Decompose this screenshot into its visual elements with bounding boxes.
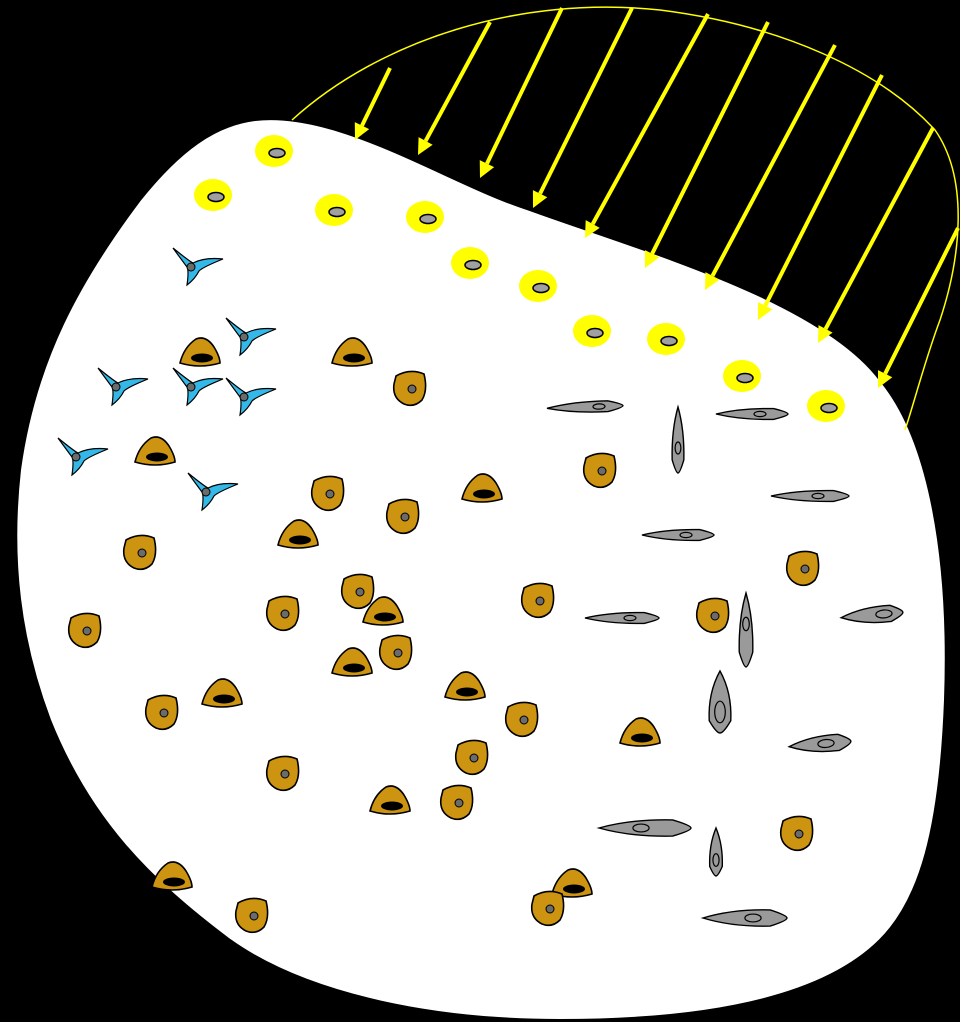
brown-cell-icon (312, 476, 344, 510)
brown-cell-icon (584, 453, 616, 487)
brown-cell-icon (124, 535, 156, 569)
brown-cell-icon (506, 702, 538, 736)
brown-cell-icon (267, 756, 299, 790)
brown-cell-icon (697, 598, 729, 632)
brown-cell-icon (267, 596, 299, 630)
brown-cell-icon (532, 891, 564, 925)
yellow-round-cell-icon (519, 270, 557, 302)
yellow-round-cell-icon (406, 201, 444, 233)
brown-cell-icon (236, 898, 268, 932)
yellow-round-cell-icon (807, 390, 845, 422)
brown-cell-icon (441, 785, 473, 819)
yellow-round-cell-icon (194, 179, 232, 211)
brown-cell-icon (380, 635, 412, 669)
brown-cell-icon (394, 371, 426, 405)
yellow-round-cell-icon (723, 360, 761, 392)
brown-cell-icon (387, 499, 419, 533)
yellow-round-cell-icon (573, 315, 611, 347)
brown-cell-icon (522, 583, 554, 617)
brown-cell-icon (146, 695, 178, 729)
brown-cell-icon (342, 574, 374, 608)
brown-cell-icon (456, 740, 488, 774)
yellow-round-cell-icon (451, 247, 489, 279)
brown-cell-icon (69, 613, 101, 647)
brown-cell-icon (781, 816, 813, 850)
yellow-round-cell-icon (647, 323, 685, 355)
yellow-round-cell-icon (315, 194, 353, 226)
brown-cell-icon (787, 551, 819, 585)
yellow-round-cell-icon (255, 135, 293, 167)
